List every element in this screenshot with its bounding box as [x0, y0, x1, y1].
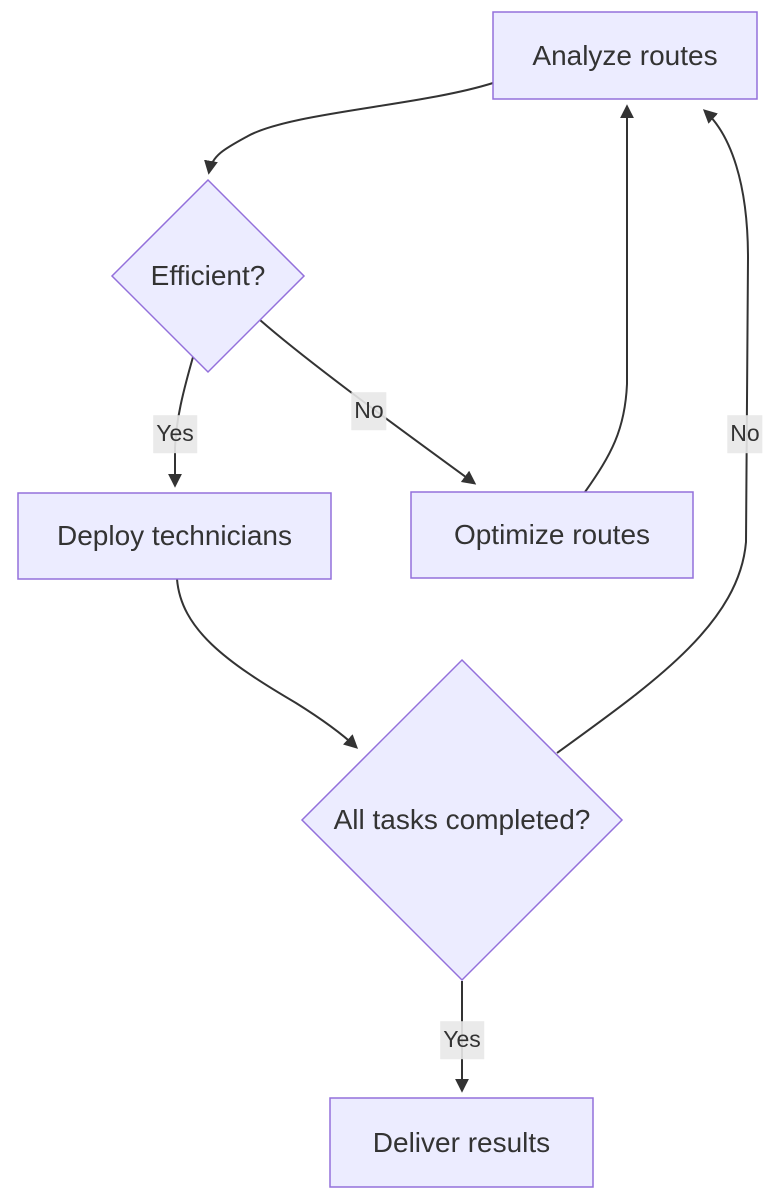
edge-deploy-to-alltasks — [176, 578, 359, 749]
edge-alltasks-to-analyze-no — [556, 109, 750, 754]
edge-label-no-alltasks-analyze: No — [727, 415, 763, 453]
node-analyze-routes-shape — [492, 11, 758, 100]
node-efficient-label: Efficient? — [150, 260, 266, 292]
edge-label-no-efficient-optimize: No — [351, 392, 387, 430]
node-optimize-routes-shape — [410, 491, 694, 579]
node-deliver-results-shape — [329, 1097, 594, 1188]
node-all-tasks-completed-shape — [300, 658, 624, 982]
edge-label-yes-efficient-deploy: Yes — [153, 415, 197, 453]
node-deliver-results-label: Deliver results — [372, 1126, 551, 1158]
node-efficient-shape — [110, 178, 306, 374]
edge-optimize-to-analyze — [584, 104, 634, 493]
node-deploy-technicians-shape — [17, 492, 332, 580]
edge-label-yes-alltasks-deliver: Yes — [440, 1021, 484, 1059]
edge-analyze-to-efficient — [204, 82, 494, 175]
node-all-tasks-completed-label: All tasks completed? — [333, 804, 591, 836]
node-layer — [17, 11, 758, 1188]
node-optimize-routes-label: Optimize routes — [453, 519, 651, 551]
node-deploy-technicians-label: Deploy technicians — [56, 520, 293, 552]
node-analyze-routes-label: Analyze routes — [532, 39, 718, 71]
